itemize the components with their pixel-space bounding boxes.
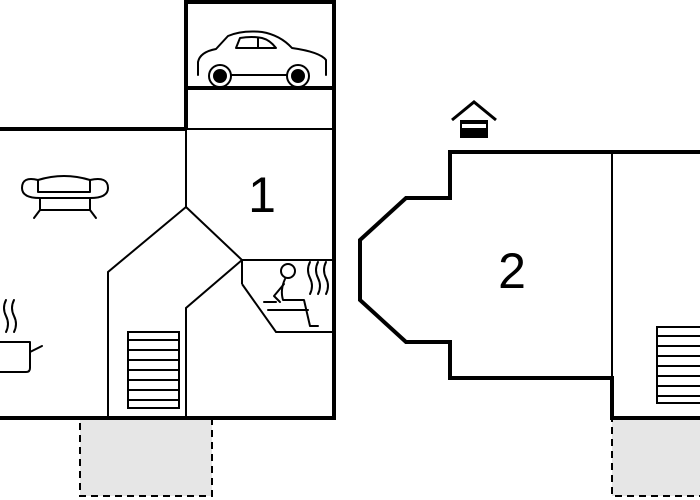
house-entrance-icon xyxy=(451,100,497,138)
floor-1-walls xyxy=(0,0,336,420)
stairs-icon xyxy=(127,331,180,409)
stairs-icon-2 xyxy=(656,326,700,404)
car-icon xyxy=(197,30,327,88)
terrace-area-2 xyxy=(611,417,700,497)
floor-1: 1 xyxy=(0,0,336,497)
floor-2-walls xyxy=(358,150,700,420)
sofa-icon xyxy=(21,175,109,219)
cooking-pot-icon xyxy=(0,299,43,373)
sauna-icon xyxy=(263,261,329,327)
floor-2-label: 2 xyxy=(498,243,526,299)
terrace-area-1 xyxy=(79,417,213,497)
floor-1-label: 1 xyxy=(248,167,276,223)
floor-2: 2 xyxy=(358,100,700,497)
floor-1-inner-walls xyxy=(107,128,334,418)
